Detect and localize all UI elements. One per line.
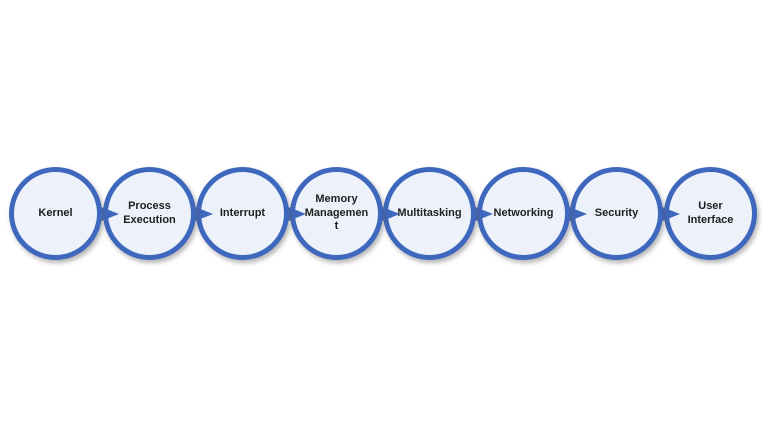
step-label: Security (594, 206, 639, 219)
step-label: Kernel (38, 206, 73, 219)
step-label: Interrupt (219, 206, 266, 219)
process-step-security[interactable]: Security (570, 167, 680, 260)
step-label: User Interface (687, 199, 734, 226)
step-circle: Security (570, 167, 663, 260)
process-step-kernel[interactable]: Kernel (9, 167, 119, 260)
step-circle: Networking (477, 167, 570, 260)
step-label: Networking (493, 206, 554, 219)
step-circle: Interrupt (196, 167, 289, 260)
step-circle: Kernel (9, 167, 102, 260)
step-label: Memory Managemen t (304, 192, 369, 233)
step-label: Process Execution (123, 199, 176, 226)
process-step-memory-management[interactable]: Memory Managemen t (290, 167, 400, 260)
step-label: Multitasking (397, 206, 462, 219)
step-circle: Memory Managemen t (290, 167, 383, 260)
